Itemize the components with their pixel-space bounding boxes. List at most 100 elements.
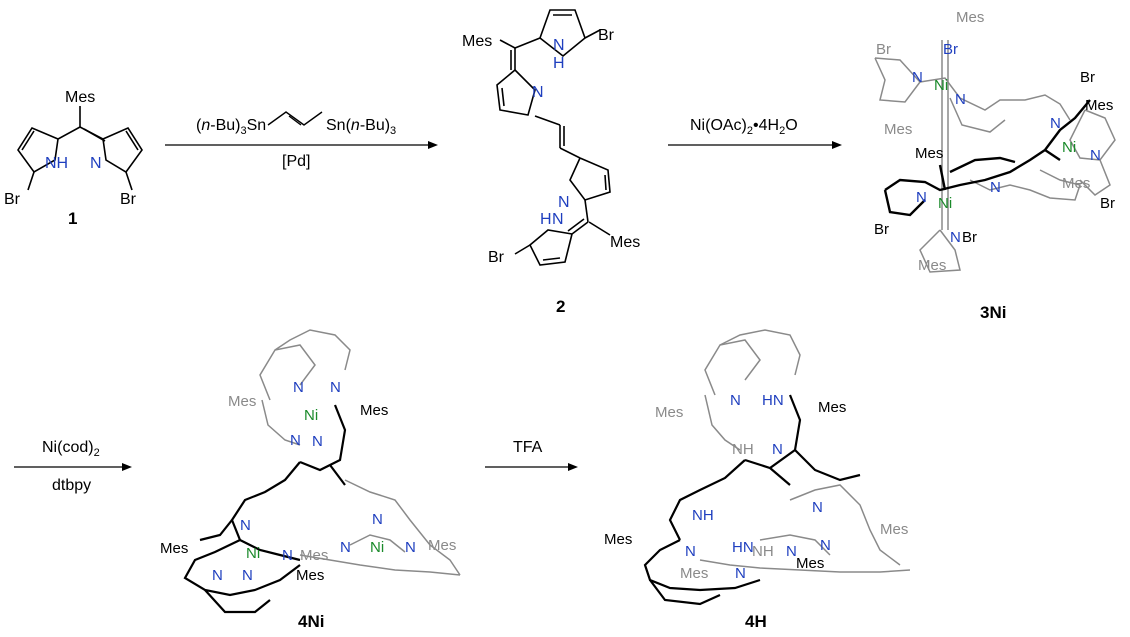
compound-4ni-n-right-b: N xyxy=(405,539,416,556)
compound-4ni-n-left: N xyxy=(240,517,251,534)
compound-4ni-mes-top-left: Mes xyxy=(228,393,256,410)
compound-1-br-left: Br xyxy=(4,191,21,208)
arrow-1-reagent-right: Sn(n-Bu)3 xyxy=(326,117,396,137)
compound-3ni-mes-right-low: Mes xyxy=(1062,175,1090,192)
compound-3ni-br-right: Br xyxy=(1080,69,1095,86)
compound-4h-n-bottom-right: N xyxy=(820,537,831,554)
compound-4ni-ni-right: Ni xyxy=(370,539,384,556)
compound-3ni-ni-right: Ni xyxy=(1062,139,1076,156)
compound-3ni-mes-mid: Mes xyxy=(915,145,943,162)
compound-1-label: 1 xyxy=(68,209,77,228)
compound-2-br-bottom: Br xyxy=(488,249,505,266)
compound-4h-label: 4H xyxy=(745,612,767,631)
compound-4h-mes-bottom-left: Mes xyxy=(680,565,708,582)
compound-4h-n-left-low: N xyxy=(685,543,696,560)
compound-4ni-n-bottom-a: N xyxy=(212,567,223,584)
compound-4ni-mes-bottom: Mes xyxy=(296,567,324,584)
compound-3ni-label: 3Ni xyxy=(980,303,1006,322)
compound-3ni-structure-rear xyxy=(874,40,1116,273)
compound-2-mes-top: Mes xyxy=(462,33,492,50)
compound-3ni-structure-front xyxy=(883,99,1091,217)
compound-4ni-n-top-left: N xyxy=(293,379,304,396)
compound-4ni-n-top-center: N xyxy=(312,433,323,450)
compound-4h-mes-top-left: Mes xyxy=(655,404,683,421)
compound-4ni-n-top-right: N xyxy=(330,379,341,396)
compound-2-br-top: Br xyxy=(598,27,615,44)
compound-4h-n-top-left: N xyxy=(730,392,741,409)
compound-4ni-n-mid: N xyxy=(282,547,293,564)
compound-4ni-mes-top-right: Mes xyxy=(360,402,388,419)
compound-4ni-mes-right: Mes xyxy=(428,537,456,554)
arrow-4-reagent: TFA xyxy=(513,439,543,456)
compound-4ni-mes-left: Mes xyxy=(160,540,188,557)
compound-1-n: N xyxy=(90,155,102,172)
compound-4h-n-center: N xyxy=(772,441,783,458)
arrow-3-reagent: Ni(cod)2 xyxy=(42,439,100,459)
arrow-4 xyxy=(485,463,578,471)
compound-2-h-top: H xyxy=(553,55,565,72)
compound-3ni-mes-left: Mes xyxy=(884,121,912,138)
compound-4h-n-bottom-a: N xyxy=(735,565,746,582)
arrow-2 xyxy=(668,141,842,149)
compound-4h-nh-bottom: NH xyxy=(752,543,774,560)
compound-2-label: 2 xyxy=(556,297,565,316)
compound-1-structure xyxy=(17,106,143,191)
arrow-2-reagent: Ni(OAc)2•4H2O xyxy=(690,117,798,137)
compound-1-nh: NH xyxy=(45,155,68,172)
arrow-3-ligand: dtbpy xyxy=(52,477,91,494)
arrow-3 xyxy=(14,463,132,471)
compound-3ni-mes-top: Mes xyxy=(956,9,984,26)
compound-1-br-right: Br xyxy=(120,191,137,208)
compound-4h-n-bottom-mid: N xyxy=(786,543,797,560)
compound-3ni-mes-bottom: Mes xyxy=(918,257,946,274)
compound-3ni-n-2: N xyxy=(955,91,966,108)
arrow-1-vinyl-bridge xyxy=(267,111,323,126)
compound-3ni-br-top: Br xyxy=(943,41,958,58)
compound-4h-nh-center: NH xyxy=(732,441,754,458)
compound-3ni-ni-left: Ni xyxy=(938,195,952,212)
compound-4ni-structure-front xyxy=(183,404,347,614)
compound-4ni-mes-mid: Mes xyxy=(300,547,328,564)
compound-2-structure xyxy=(496,9,611,266)
arrow-1-reagent: (n-Bu)3Sn xyxy=(196,117,266,137)
compound-4h-structure-front xyxy=(643,394,861,606)
compound-3ni-n-4: N xyxy=(1090,147,1101,164)
compound-4ni-structure-rear xyxy=(259,329,461,576)
compound-4h-nh-left: NH xyxy=(692,507,714,524)
compound-3ni-br-bottomright: Br xyxy=(1100,195,1115,212)
compound-3ni-n-3: N xyxy=(1050,115,1061,132)
arrow-1 xyxy=(165,141,438,149)
compound-1-mes: Mes xyxy=(65,89,95,106)
compound-3ni-br-bottom: Br xyxy=(962,229,977,246)
compound-2-n-top: N xyxy=(553,37,565,54)
compound-3ni-ni-top: Ni xyxy=(934,77,948,94)
compound-4ni-ni-top: Ni xyxy=(304,407,318,424)
compound-3ni-br-bottomleft: Br xyxy=(874,221,889,238)
compound-4ni-ni-left: Ni xyxy=(246,545,260,562)
compound-2-h-bottom: H xyxy=(540,211,552,228)
compound-4h-n-right: N xyxy=(812,499,823,516)
arrow-1-catalyst: [Pd] xyxy=(282,153,310,170)
compound-4h-hn-bottom: HN xyxy=(732,539,754,556)
compound-3ni-n-6: N xyxy=(990,179,1001,196)
compound-2-mes-bottom: Mes xyxy=(610,234,640,251)
compound-4ni-n-top-lower: N xyxy=(290,432,301,449)
compound-2-n-upper: N xyxy=(532,84,544,101)
compound-4h-hn-top: HN xyxy=(762,392,784,409)
compound-3ni-n-5: N xyxy=(916,189,927,206)
compound-3ni-br-topleft: Br xyxy=(876,41,891,58)
compound-4ni-n-mid-right: N xyxy=(372,511,383,528)
compound-2-n-bottom: N xyxy=(552,211,564,228)
compound-3ni-mes-right: Mes xyxy=(1085,97,1113,114)
compound-4h-structure-rear xyxy=(699,329,911,573)
compound-3ni-n-7: N xyxy=(950,229,961,246)
compound-4h-mes-right: Mes xyxy=(880,521,908,538)
compound-4h-mes-top-right: Mes xyxy=(818,399,846,416)
compound-4h-mes-left: Mes xyxy=(604,531,632,548)
compound-4h-mes-bottom: Mes xyxy=(796,555,824,572)
compound-4ni-n-bottom-b: N xyxy=(242,567,253,584)
compound-2-n-lower: N xyxy=(558,194,570,211)
compound-4ni-n-right-a: N xyxy=(340,539,351,556)
compound-3ni-n-1: N xyxy=(912,69,923,86)
